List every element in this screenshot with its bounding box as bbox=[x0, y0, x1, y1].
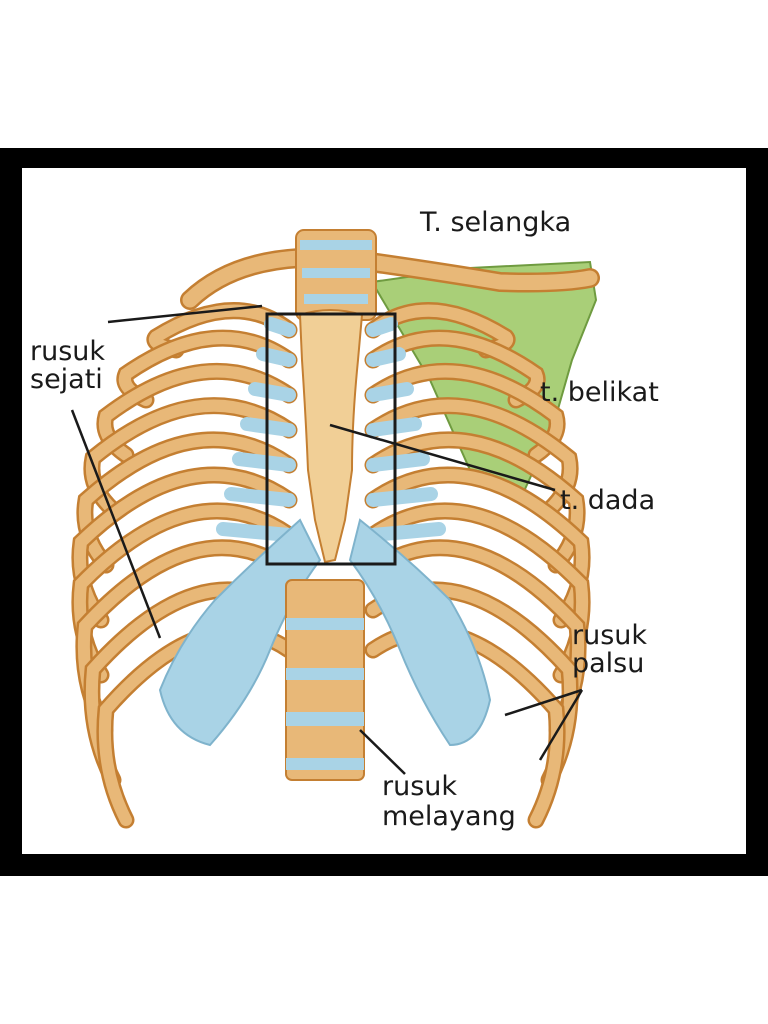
label-floating-ribs-line2: melayang bbox=[382, 801, 516, 832]
lumbar-disc-3 bbox=[286, 712, 364, 726]
costal-cartilage bbox=[224, 487, 296, 507]
sternum-highlight-box bbox=[265, 312, 397, 566]
corner-dot bbox=[709, 846, 717, 854]
label-false-ribs-line2: palsu bbox=[572, 648, 645, 679]
label-true-ribs-line1: rusuk bbox=[30, 336, 106, 367]
costal-cartilage bbox=[366, 317, 398, 337]
costal-cartilage-left bbox=[158, 518, 322, 747]
label-clavicle: T. selangka bbox=[420, 207, 572, 238]
costal-cartilage bbox=[216, 522, 296, 542]
label-sternum: t. dada bbox=[560, 485, 656, 516]
label-floating-ribs: rusuk melayang bbox=[382, 772, 516, 832]
costal-cartilage bbox=[366, 382, 414, 402]
leader-true-ribs bbox=[70, 409, 162, 639]
cervical-disc-3 bbox=[304, 294, 368, 304]
lumbar-disc-1 bbox=[286, 618, 364, 630]
lumbar-disc-2 bbox=[286, 668, 364, 680]
costal-cartilage bbox=[264, 317, 296, 337]
cervical-disc-2 bbox=[302, 268, 370, 278]
costal-cartilage bbox=[366, 522, 446, 542]
leader-sternum bbox=[329, 423, 556, 492]
label-scapula: t. belikat bbox=[540, 377, 659, 408]
corner-dot bbox=[709, 832, 715, 838]
label-true-ribs: rusuk sejati bbox=[30, 338, 105, 394]
clavicle-left-fill bbox=[182, 250, 308, 308]
lumbar-disc-4 bbox=[286, 758, 364, 770]
costal-cartilage bbox=[232, 452, 296, 472]
label-false-ribs: rusuk palsu bbox=[572, 622, 647, 678]
costal-cartilage bbox=[366, 452, 430, 472]
costal-cartilage-right bbox=[348, 518, 492, 747]
sternum bbox=[298, 309, 364, 564]
cervical-disc-1 bbox=[300, 240, 372, 250]
label-floating-ribs-line1: rusuk bbox=[382, 771, 458, 802]
clavicle-right-fill bbox=[362, 254, 598, 290]
leader-clavicle bbox=[107, 304, 263, 324]
costal-cartilage bbox=[248, 382, 296, 402]
leader-floating-ribs bbox=[359, 729, 406, 775]
leader-false-ribs-2 bbox=[538, 689, 584, 761]
costal-cartilage bbox=[366, 487, 438, 507]
label-true-ribs-line2: sejati bbox=[30, 364, 103, 395]
label-false-ribs-line1: rusuk bbox=[572, 620, 648, 651]
leader-false-ribs-1 bbox=[504, 688, 583, 717]
